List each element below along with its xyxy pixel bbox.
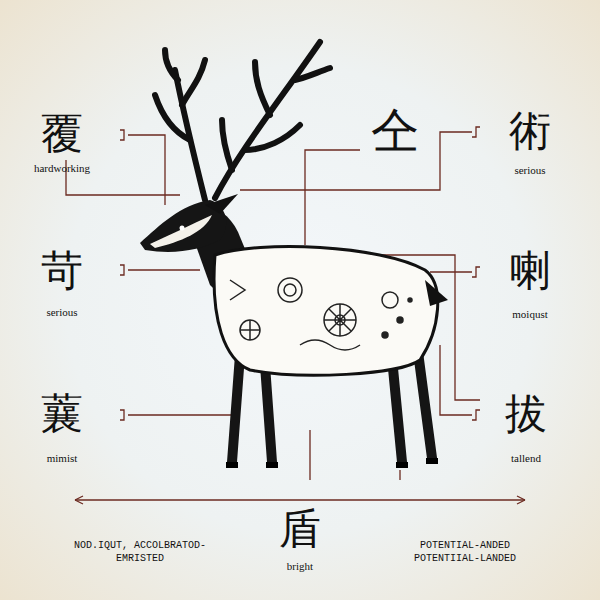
glyph-label: 仝 <box>371 106 419 154</box>
deer <box>140 42 448 468</box>
glyph-label: 喇 <box>509 250 551 292</box>
trait-label: serious <box>514 164 545 176</box>
trait-label: moiqust <box>512 308 547 320</box>
glyph-label: 苛 <box>41 250 83 292</box>
glyph-label: 盾 <box>279 508 321 550</box>
glyph-label: 覆 <box>41 113 83 155</box>
glyph-label: 蘘 <box>41 393 83 435</box>
trait-label: bright <box>287 560 313 572</box>
trait-label: tallend <box>511 452 541 464</box>
trait-label: serious <box>46 306 77 318</box>
trait-label: hardworking <box>34 162 90 174</box>
glyph-label: 術 <box>509 110 551 152</box>
note-label: POTENTIAL-ANDED POTENTIIAL-LANDED <box>395 540 535 565</box>
glyph-label: 拔 <box>505 393 547 435</box>
trait-label: mimist <box>47 452 78 464</box>
leader-lines <box>66 127 525 504</box>
note-label: NOD.IQUT, ACCOLBRATOD-EMRISTED <box>60 540 220 565</box>
